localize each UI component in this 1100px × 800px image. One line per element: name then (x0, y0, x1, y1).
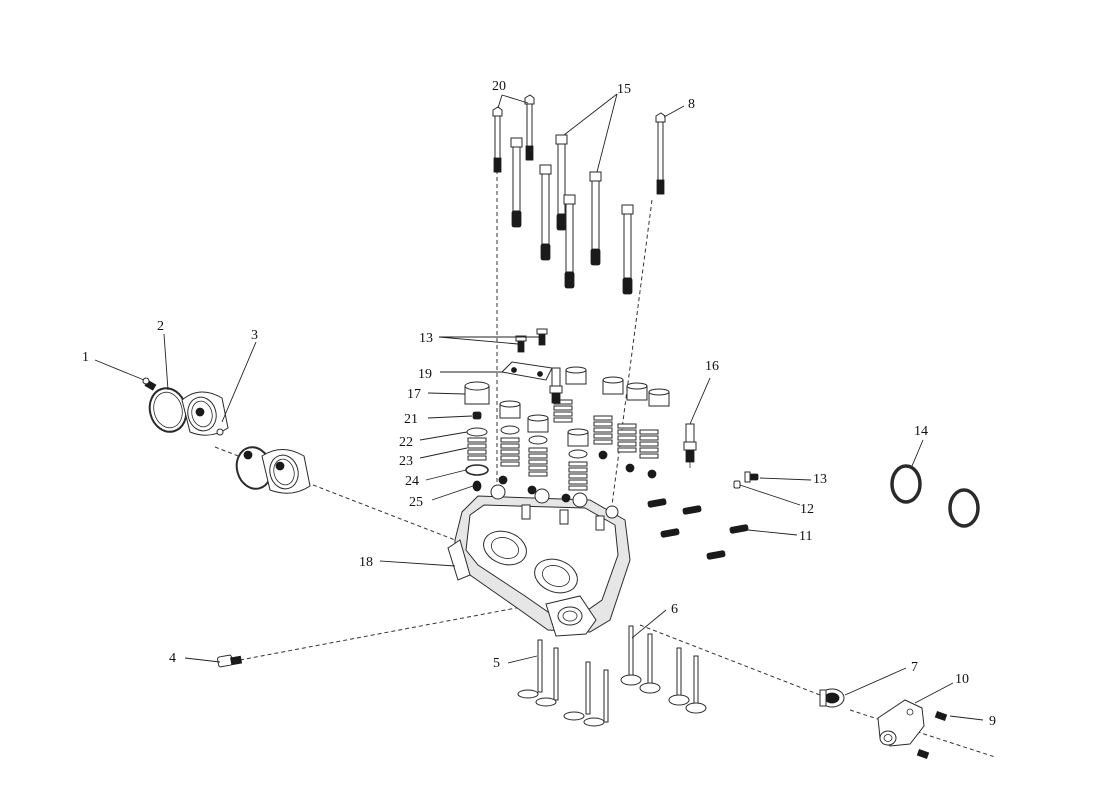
part-10-thermostat-housing[interactable] (877, 699, 925, 747)
part-20-bolts[interactable] (492, 94, 535, 173)
part-9-bolts[interactable] (916, 710, 948, 760)
callout-10: 10 (955, 672, 969, 687)
intake-flange-second (235, 446, 311, 494)
callout-4: 4 (169, 651, 176, 666)
part-3-intake-flange[interactable] (181, 391, 229, 436)
part-23-valve-spring[interactable] (467, 437, 487, 461)
callout-2: 2 (157, 319, 164, 334)
callout-5: 5 (493, 656, 500, 671)
part-5-intake-valves[interactable] (517, 639, 609, 727)
spark-plug-second (549, 367, 563, 404)
callout-16: 16 (705, 359, 719, 374)
part-13-bolts-upper[interactable] (515, 328, 548, 353)
callout-15: 15 (617, 82, 631, 97)
part-16-spark-plug[interactable] (683, 423, 697, 468)
assembly-centerlines (214, 170, 996, 758)
callout-labels: 1 2 3 4 5 6 7 8 9 10 11 12 13 13 14 15 1… (82, 79, 996, 729)
part-11-studs[interactable] (647, 498, 749, 560)
callout-3: 3 (251, 328, 258, 343)
callout-23: 23 (399, 454, 413, 469)
callout-13-right: 13 (813, 472, 827, 487)
part-1-screw[interactable] (142, 377, 157, 391)
callout-18: 18 (359, 555, 373, 570)
part-12-dowel[interactable] (733, 480, 741, 489)
callout-1: 1 (82, 350, 89, 365)
callout-24: 24 (405, 474, 419, 489)
callout-20: 20 (492, 79, 506, 94)
part-18-cylinder-head[interactable] (447, 484, 631, 637)
callout-17: 17 (407, 387, 421, 402)
callout-12: 12 (800, 502, 814, 517)
part-25-stem-seal[interactable] (472, 480, 482, 492)
callout-7: 7 (911, 660, 918, 675)
callout-19: 19 (418, 367, 432, 382)
part-8-stud[interactable] (655, 112, 666, 195)
part-17-bucket-tappet[interactable] (464, 381, 490, 405)
callout-14: 14 (914, 424, 928, 439)
callout-13-upper: 13 (419, 331, 433, 346)
callout-6: 6 (671, 602, 678, 617)
part-7-thermostat[interactable] (819, 688, 845, 708)
callout-11: 11 (799, 529, 812, 544)
callout-9: 9 (989, 714, 996, 729)
valve-train (464, 366, 670, 503)
part-15-head-bolts[interactable] (510, 134, 634, 295)
valve-spring-stacks (498, 366, 670, 503)
callout-8: 8 (688, 97, 695, 112)
part-22-spring-retainer[interactable] (466, 427, 488, 437)
part-4-sensor[interactable] (217, 654, 243, 668)
part-24-spring-seat[interactable] (465, 464, 489, 476)
part-14-o-rings[interactable] (890, 464, 980, 528)
callout-25: 25 (409, 495, 423, 510)
callout-21: 21 (404, 412, 418, 427)
part-21-collet[interactable] (472, 411, 482, 420)
leader-lines (94, 93, 984, 721)
callout-22: 22 (399, 435, 413, 450)
part-6-exhaust-valves[interactable] (620, 625, 707, 714)
part-19-cover-plate[interactable] (500, 361, 553, 381)
part-2-clamp-ring[interactable] (145, 384, 191, 436)
part-13-bolt-right[interactable] (744, 471, 759, 483)
